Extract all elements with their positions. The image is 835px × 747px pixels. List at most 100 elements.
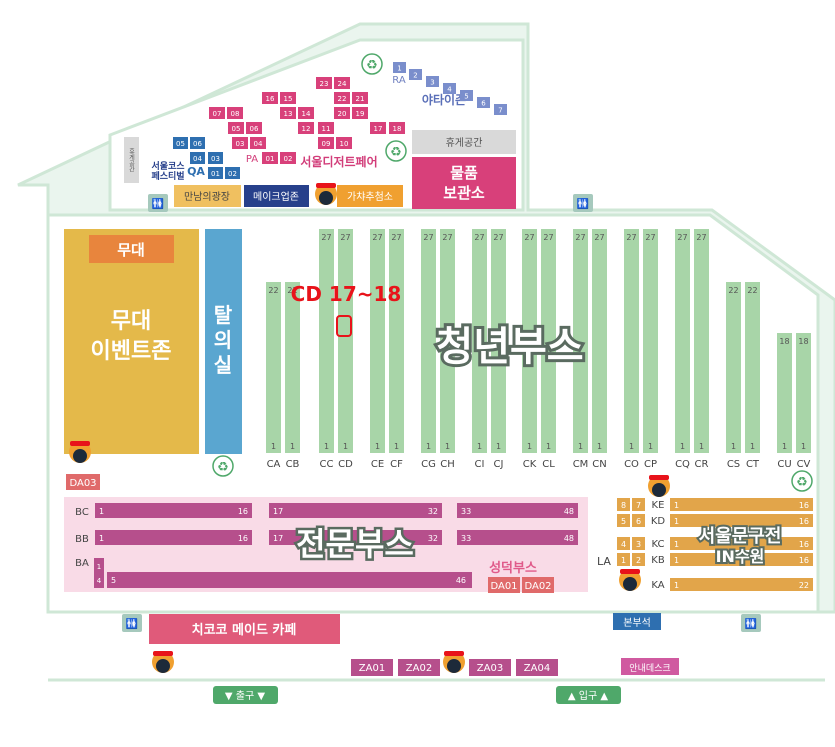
pa-booth[interactable] [298, 107, 314, 119]
changing-room[interactable] [205, 229, 242, 454]
pa-booth[interactable] [316, 77, 332, 89]
youth-booth-cm[interactable] [573, 229, 588, 453]
za-booth-za04[interactable] [516, 659, 558, 676]
pa-booth[interactable] [336, 137, 352, 149]
meeting-square[interactable] [174, 185, 241, 207]
k-small-booth[interactable] [617, 514, 630, 527]
pa-booth[interactable] [232, 137, 248, 149]
youth-booth-cq[interactable] [675, 229, 690, 453]
youth-booth-cg[interactable] [421, 229, 436, 453]
ra-booth[interactable] [443, 83, 456, 94]
youth-booth-ct[interactable] [745, 282, 760, 453]
hq-desk[interactable] [613, 613, 661, 630]
k-booth-kd[interactable] [670, 514, 813, 527]
youth-booth-cf[interactable] [389, 229, 404, 453]
pa-booth[interactable] [227, 107, 243, 119]
youth-booth-cc[interactable] [319, 229, 334, 453]
pa-booth[interactable] [262, 92, 278, 104]
pro-booth-bb-2[interactable] [269, 530, 442, 545]
holy-booth-da02[interactable] [522, 577, 554, 593]
stage-event-zone[interactable] [64, 229, 199, 454]
exit-door[interactable] [213, 686, 278, 704]
pro-booth-bc-1[interactable] [95, 503, 252, 518]
youth-booth-cr[interactable] [694, 229, 709, 453]
youth-booth-cn[interactable] [592, 229, 607, 453]
dao-booth[interactable] [66, 474, 100, 490]
pa-booth[interactable] [318, 122, 334, 134]
qa-booth[interactable] [225, 167, 240, 179]
ra-booth[interactable] [494, 104, 507, 115]
pa-booth[interactable] [352, 107, 368, 119]
k-booth-ke[interactable] [670, 498, 813, 511]
highlight-marker[interactable] [336, 315, 352, 337]
youth-booth-cp[interactable] [643, 229, 658, 453]
pa-booth[interactable] [250, 137, 266, 149]
entrance-door[interactable] [556, 686, 621, 704]
k-booth-ka[interactable] [670, 578, 813, 591]
pro-booth-bb-3[interactable] [457, 530, 578, 545]
za-booth-za02[interactable] [398, 659, 440, 676]
k-booth-kc[interactable] [670, 537, 813, 550]
youth-booth-cd[interactable] [338, 229, 353, 453]
pa-booth[interactable] [280, 107, 296, 119]
youth-booth-ch[interactable] [440, 229, 455, 453]
k-booth-kb[interactable] [670, 553, 813, 566]
youth-booth-ca[interactable] [266, 282, 281, 453]
pa-booth[interactable] [334, 107, 350, 119]
za-booth-za03[interactable] [469, 659, 511, 676]
holy-booth-da01[interactable] [488, 577, 520, 593]
k-small-booth[interactable] [632, 514, 645, 527]
ra-booth[interactable] [460, 90, 473, 101]
ra-booth[interactable] [409, 69, 422, 80]
qa-booth[interactable] [190, 137, 205, 149]
maid-cafe[interactable] [149, 614, 340, 644]
pa-booth[interactable] [209, 107, 225, 119]
k-small-booth[interactable] [632, 537, 645, 550]
pa-booth[interactable] [318, 137, 334, 149]
pro-booth-ba[interactable] [107, 572, 472, 588]
youth-booth-cu[interactable] [777, 333, 792, 453]
makeup-zone[interactable] [244, 185, 309, 207]
youth-booth-cv[interactable] [796, 333, 811, 453]
storage-box[interactable] [412, 157, 516, 209]
pro-booth-bc-3[interactable] [457, 503, 578, 518]
ra-booth[interactable] [477, 97, 490, 108]
pa-booth[interactable] [352, 92, 368, 104]
youth-booth-cj[interactable] [491, 229, 506, 453]
k-small-booth[interactable] [617, 553, 630, 566]
pa-booth[interactable] [370, 122, 386, 134]
youth-booth-cl[interactable] [541, 229, 556, 453]
qa-booth[interactable] [173, 137, 188, 149]
k-small-booth[interactable] [617, 498, 630, 511]
pro-booth-ba-start[interactable] [94, 558, 104, 588]
pa-booth[interactable] [280, 152, 296, 164]
ra-booth[interactable] [426, 76, 439, 87]
youth-booth-co[interactable] [624, 229, 639, 453]
youth-booth-ck[interactable] [522, 229, 537, 453]
youth-booth-ce[interactable] [370, 229, 385, 453]
pa-booth[interactable] [334, 92, 350, 104]
k-small-booth[interactable] [617, 537, 630, 550]
youth-booth-cb[interactable] [285, 282, 300, 453]
youth-booth-cs[interactable] [726, 282, 741, 453]
pro-booth-bb-1[interactable] [95, 530, 252, 545]
rest-area-right [412, 130, 516, 154]
qa-booth[interactable] [208, 152, 223, 164]
pa-booth[interactable] [334, 77, 350, 89]
pa-booth[interactable] [262, 152, 278, 164]
k-small-booth[interactable] [632, 553, 645, 566]
pa-booth[interactable] [246, 122, 262, 134]
pro-booth-bc-2[interactable] [269, 503, 442, 518]
pa-booth[interactable] [280, 92, 296, 104]
qa-booth[interactable] [190, 152, 205, 164]
gacha[interactable] [337, 185, 403, 207]
pa-booth[interactable] [228, 122, 244, 134]
qa-booth[interactable] [208, 167, 223, 179]
pa-booth[interactable] [298, 122, 314, 134]
info-desk[interactable] [621, 658, 679, 675]
ra-booth[interactable] [393, 62, 406, 73]
za-booth-za01[interactable] [351, 659, 393, 676]
youth-booth-ci[interactable] [472, 229, 487, 453]
pa-booth[interactable] [389, 122, 405, 134]
k-small-booth[interactable] [632, 498, 645, 511]
